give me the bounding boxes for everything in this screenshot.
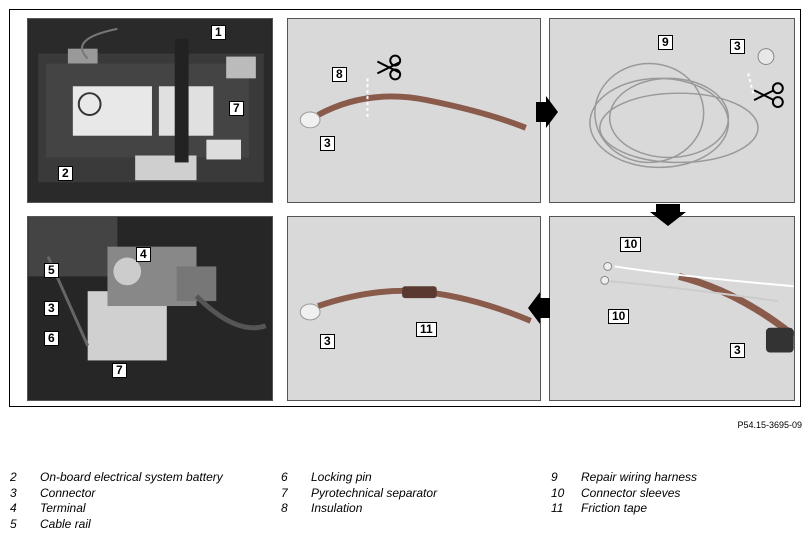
callout-label: 9 [658,35,673,50]
panel-cut-insulation: 8 3 [287,18,541,203]
callout-label: 3 [320,136,335,151]
panel-separator-photo: 4 5 3 6 7 [27,216,273,401]
callout-label: 1 [211,25,226,40]
arrow-left-icon [528,292,550,324]
callout-label: 3 [730,39,745,54]
scissors-icon [753,82,784,109]
figure-reference: P54.15-3695-09 [737,420,802,430]
arrow-down-icon [650,204,686,226]
callout-label: 10 [620,237,642,252]
arrow-right-icon [536,96,558,128]
panel-friction-tape: 11 3 [287,216,541,401]
callout-label: 6 [44,331,59,346]
callout-label: 3 [44,301,59,316]
callout-label: 5 [44,263,59,278]
panel-repair-harness: 9 3 [549,18,795,203]
wire-cut-illustration [299,54,527,131]
connector-sleeves-illustration [600,262,794,353]
callout-label: 2 [58,166,73,181]
taped-wire-illustration [299,286,532,324]
callout-label: 11 [416,322,437,337]
callout-label: 8 [332,67,347,82]
panel-battery-photo: 1 7 2 [27,18,273,203]
callout-label: 7 [229,101,244,116]
separator-illustration [28,217,272,400]
repair-harness-illustration [589,48,784,169]
callout-label: 7 [112,363,127,378]
panel-connector-sleeves: 10 10 3 [549,216,795,401]
callout-label: 10 [608,309,630,324]
callout-label: 4 [136,247,151,262]
callout-label: 3 [320,334,335,349]
figure-frame: 1 7 2 8 3 [9,9,801,407]
scissors-icon [376,54,402,81]
callout-label: 3 [730,343,745,358]
